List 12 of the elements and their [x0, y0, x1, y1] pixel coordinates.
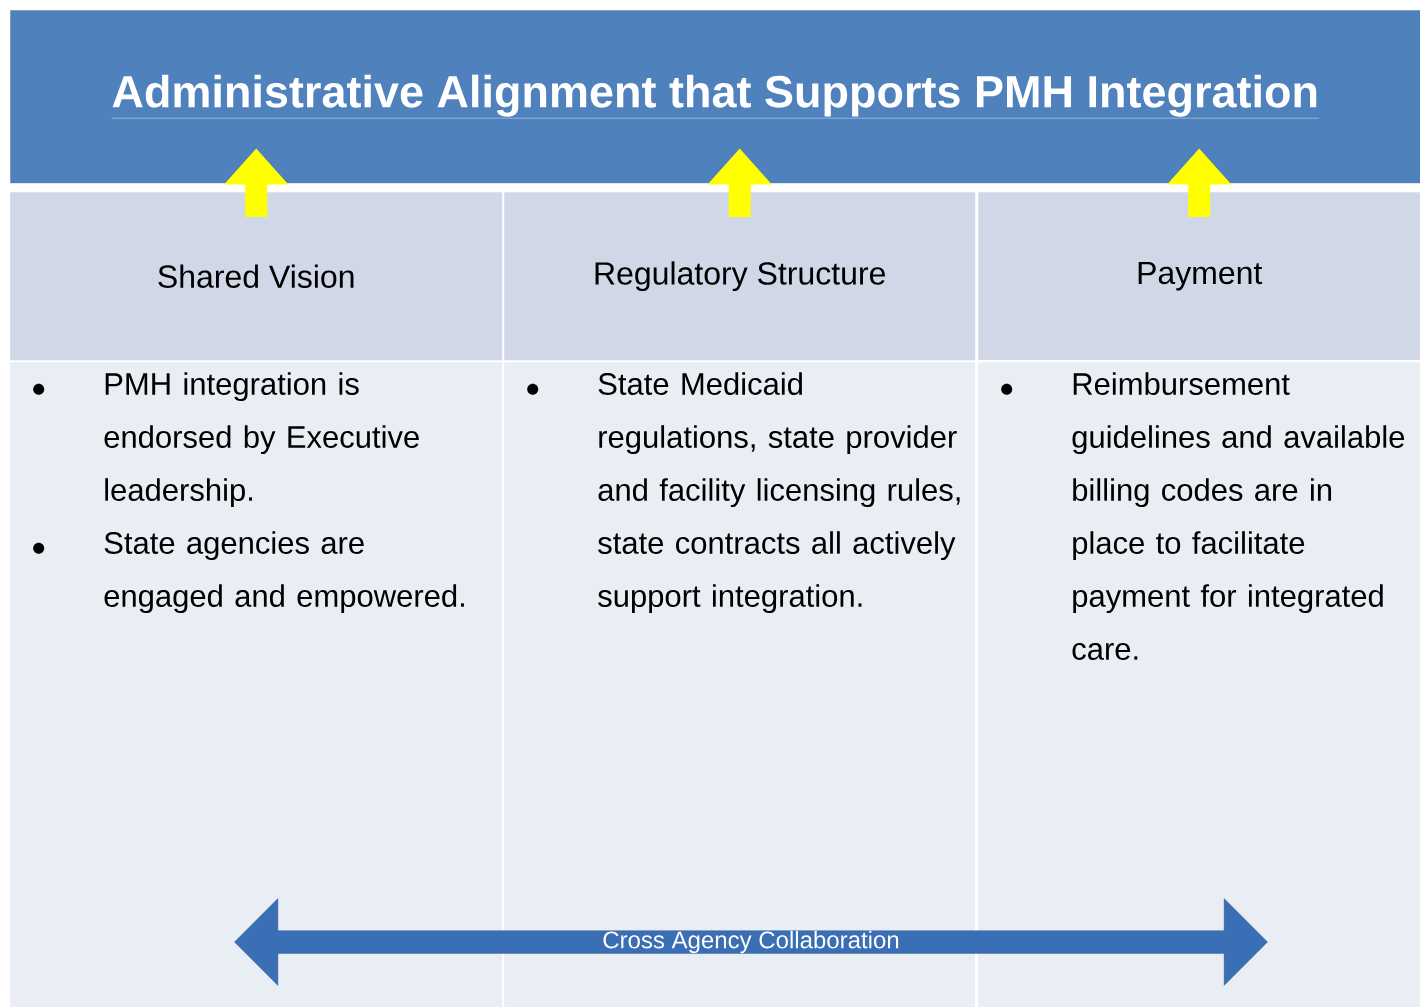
node-label: State agencies are engaged and empowered.: [104, 531, 464, 614]
column-header: Shared Vision: [10, 192, 503, 361]
bullet-list-cell: PMH integration is endorsed by Executive leadership. State agencies are engaged and empowered.: [10, 362, 503, 1007]
double-pointed-banner: Cross Agency Collaboration: [234, 898, 1268, 986]
bullet-list-cell: Reimbursement guidelines and available billing codes are in place to facilitate payment for integrated care.: [978, 362, 1420, 1007]
column-header: Regulatory Structure: [504, 192, 976, 361]
node-label: State Medicaid regulations, state provider and facility licensing rules, state contracts all actively support integration.: [598, 372, 960, 614]
node-label: Regulatory Structure: [595, 261, 885, 292]
column-header: Payment: [978, 192, 1420, 361]
node-label: Shared Vision: [158, 264, 354, 288]
title-band: Administrative Alignment that Supports PMH Integration: [10, 10, 1420, 184]
node-label: PMH integration is endorsed by Executive leadership.: [104, 372, 419, 508]
